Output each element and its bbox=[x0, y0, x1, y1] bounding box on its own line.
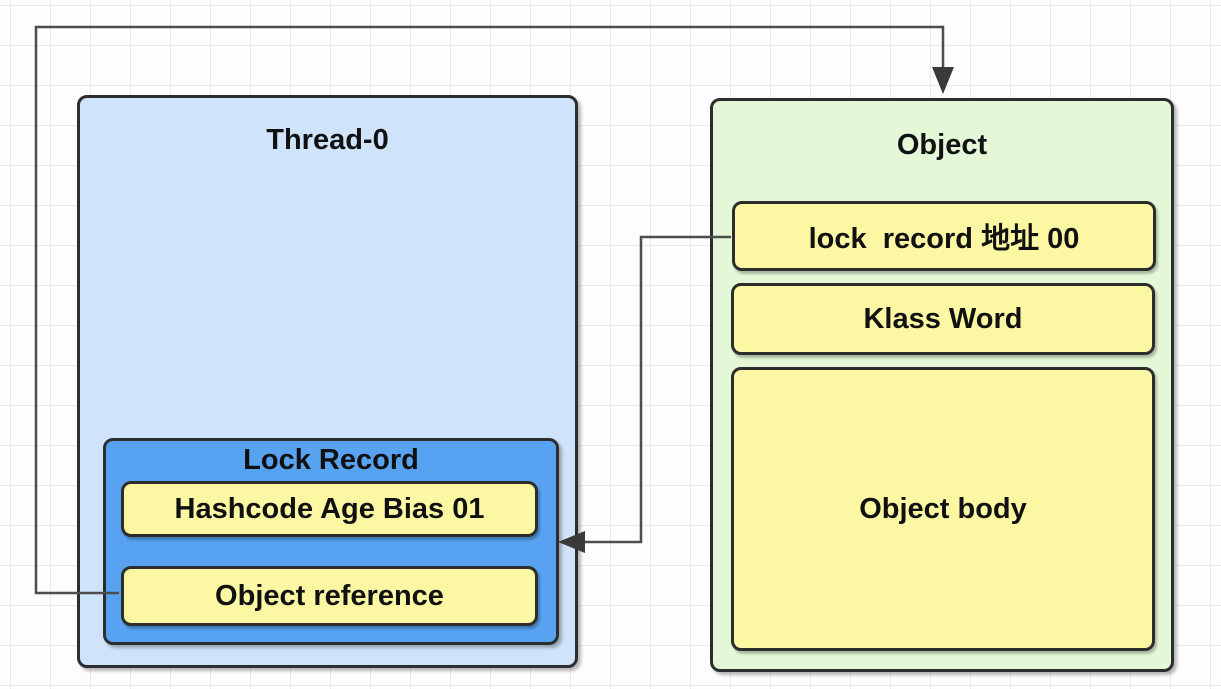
lock-record-title: Lock Record bbox=[243, 444, 419, 476]
slot-object-reference: Object reference bbox=[121, 566, 538, 626]
lock-record-box: Lock Record Hashcode Age Bias 01 Object … bbox=[103, 438, 559, 645]
object-title: Object bbox=[896, 129, 988, 161]
object-box: Object lock record 地址 00 Klass Word Obje… bbox=[710, 98, 1174, 672]
thread-box: Thread-0 Lock Record Hashcode Age Bias 0… bbox=[77, 95, 578, 668]
slot-klass-word-label: Klass Word bbox=[863, 302, 1023, 335]
thread-title: Thread-0 bbox=[266, 124, 389, 156]
slot-lock-record-address-label: lock record 地址 00 bbox=[808, 223, 1080, 255]
slot-hashcode-age-bias-label: Hashcode Age Bias 01 bbox=[174, 492, 485, 525]
slot-object-body-label: Object body bbox=[859, 492, 1027, 525]
slot-lock-record-address: lock record 地址 00 bbox=[732, 201, 1156, 271]
arrowhead-down bbox=[932, 67, 954, 94]
slot-klass-word: Klass Word bbox=[731, 283, 1155, 355]
slot-object-reference-label: Object reference bbox=[215, 579, 444, 612]
slot-object-body: Object body bbox=[731, 367, 1155, 651]
slot-hashcode-age-bias: Hashcode Age Bias 01 bbox=[121, 481, 538, 537]
connector-lock-record-address-to-lock-record bbox=[582, 235, 731, 544]
